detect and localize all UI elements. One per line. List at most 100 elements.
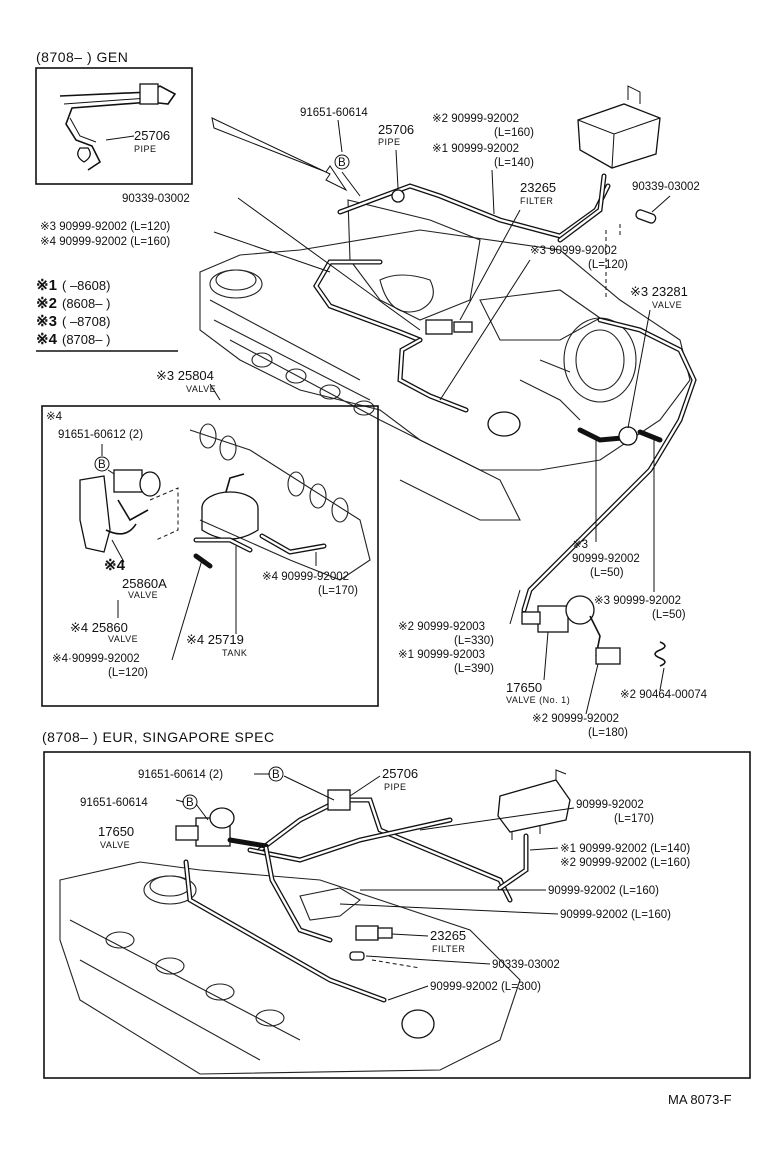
inset-4-valve-a [113,469,143,493]
inset-4-port-2 [219,435,237,461]
lbl-hose-3-120: ※3 90999-92002 (L=120) [40,221,170,233]
leader-bolt-2 [341,171,361,197]
throttle-body [563,317,637,403]
lbl-hose-3-50b: ※3 90999-92002 [594,595,681,607]
inset-4-port-4 [309,483,327,509]
lbl-hose-3-50-num: 90999-92002 [572,553,640,565]
pipe-bracket [391,189,405,203]
canister-tab [627,85,641,104]
legend-range-1: ( –8608) [62,278,110,293]
eur-bolt1-circle [182,794,198,810]
inset-4-hose-170-len: (L=170) [318,585,358,597]
gen-pipe-end [77,147,91,163]
eur-center-hose-inner [264,846,332,942]
eur-dash [371,959,421,969]
eur-bolt2-circle [268,766,284,782]
inset-4-bolt: 91651-60612 (2) [58,429,143,441]
inset-4-port-1 [199,423,217,449]
main-labels: 91651-60614 B 25706 PIPE ※2 90999-92002 … [40,107,708,739]
eur-valve-coil [209,807,235,829]
leader-hose-180 [585,663,599,715]
gen-pipe-num: 25706 [134,128,170,143]
eur-hose-bundle [299,887,361,921]
inset-4-valve-b [117,499,149,522]
clip-shape [654,641,666,667]
lbl-pipe-sub: PIPE [378,137,401,147]
leader-hose-330 [509,589,521,625]
eur-lbl-hose-300: 90999-92002 (L=300) [430,981,541,993]
lbl-clip: ※2 90464-00074 [620,689,708,701]
eur-canister [497,779,571,833]
valve-17650-drawing [521,595,621,665]
lbl-hose-3-50b-len: (L=50) [652,609,686,621]
eur-lbl-valve-sub: VALVE [100,840,130,850]
lbl-hose-2-160: ※2 90999-92002 [432,113,519,125]
legend-range-3: ( –8708) [62,314,110,329]
eur-canister-hose-inner [498,834,528,890]
inset-4-tank-sub: TANK [222,648,247,658]
lbl-bolt-a: 91651-60614 [300,107,368,119]
inset-4: ※4 91651-60612 (2) B [41,405,379,707]
lbl-valve-17650: 17650 [506,680,542,695]
throttle-bore [575,329,625,391]
lbl-hose-2-160-len: (L=160) [494,127,534,139]
lbl-valve-23281-sub: VALVE [652,300,682,310]
inset-4-leader-hose-120 [171,559,203,661]
leader-hose-160 [491,169,495,215]
lbl-hose-3-50-len: (L=50) [590,567,624,579]
inset-4-25860-num: ※4 25860 [70,620,128,635]
eur-union [349,951,365,961]
lbl-valve-25804: ※3 25804 [156,368,214,383]
valve-hoses [577,427,663,443]
lower-hose-inner [398,338,468,412]
main-filter [425,319,453,335]
eur-plug-1 [105,931,135,949]
eur-cam-lines [69,919,301,1061]
eur-lbl-hose-2-160: ※2 90999-92002 (L=160) [560,857,690,869]
union-right [635,209,657,224]
eur-leader-pipe [349,775,381,797]
leader-filter [459,209,521,321]
inset-4-25860A-mark: ※4 [104,557,126,574]
eur-lbl-union: 90339-03002 [492,959,560,971]
inset-4-hose-b [259,533,327,555]
lbl-hose-3-120b: ※3 90999-92002 [530,245,617,257]
eur-lbl-hose-140: ※1 90999-92002 (L=140) [560,843,690,855]
canister-hose-inner [558,174,606,242]
eur-canister-details [511,769,567,840]
lbl-hose-2-330-len: (L=330) [454,635,494,647]
left-loop-hose [313,259,423,343]
inset-4-dash [149,487,179,541]
lbl-bolt-a-circle: B [338,157,346,169]
eur-hose-300 [183,859,387,1003]
eur-filter [355,925,379,941]
leader-dash-1 [605,224,621,300]
plug-3 [319,384,341,400]
valve-17650-port [521,611,541,625]
lbl-valve-23281: ※3 23281 [630,284,688,299]
eur-leader-bolt1-b [195,803,209,821]
lbl-hose-2-330: ※2 90999-92003 [398,621,485,633]
lbl-pipe-num: 25706 [378,122,414,137]
bolt-circle-a [334,154,350,170]
lbl-union-b: 90339-03002 [632,181,700,193]
legend-mark-1: ※1 [36,277,57,294]
tank-body [201,508,259,540]
eur-pipe-inner [258,798,512,902]
inset-4-hose-120-len: (L=120) [108,667,148,679]
legend-mark-4: ※4 [36,331,58,348]
lbl-hose-3-120b-len: (L=120) [588,259,628,271]
plug-1 [251,352,273,368]
engine-lower [379,419,521,521]
bracket-area [347,199,481,321]
inset-4-valve-a-coil [139,471,161,497]
eur-leader-filter [391,933,429,937]
eur-leader-union [365,955,491,965]
inset-4-clip [105,523,137,535]
inset-4-hose-120: ※4·90999-92002 [52,653,140,665]
eur-oil-cap-inner [149,875,191,897]
lbl-hose-2-180-len: (L=180) [588,727,628,739]
lbl-hose-1-390: ※1 90999-92003 [398,649,485,661]
leader-25804 [209,383,221,401]
